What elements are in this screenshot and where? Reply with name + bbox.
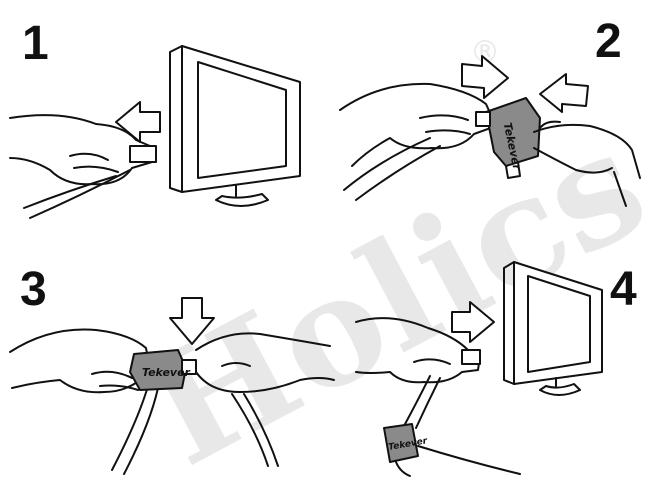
step-number-3: 3	[20, 266, 47, 314]
panel-1	[10, 46, 300, 218]
step-number-1: 1	[22, 20, 49, 68]
arrow-right-icon	[462, 56, 508, 98]
arrow-left-icon-2	[540, 74, 588, 112]
monitor-illustration-1	[170, 46, 300, 206]
arrow-left-icon	[116, 102, 160, 142]
step-number-2: 2	[595, 18, 622, 66]
svg-text:Tekever: Tekever	[142, 366, 191, 379]
step-number-4: 4	[610, 266, 637, 314]
